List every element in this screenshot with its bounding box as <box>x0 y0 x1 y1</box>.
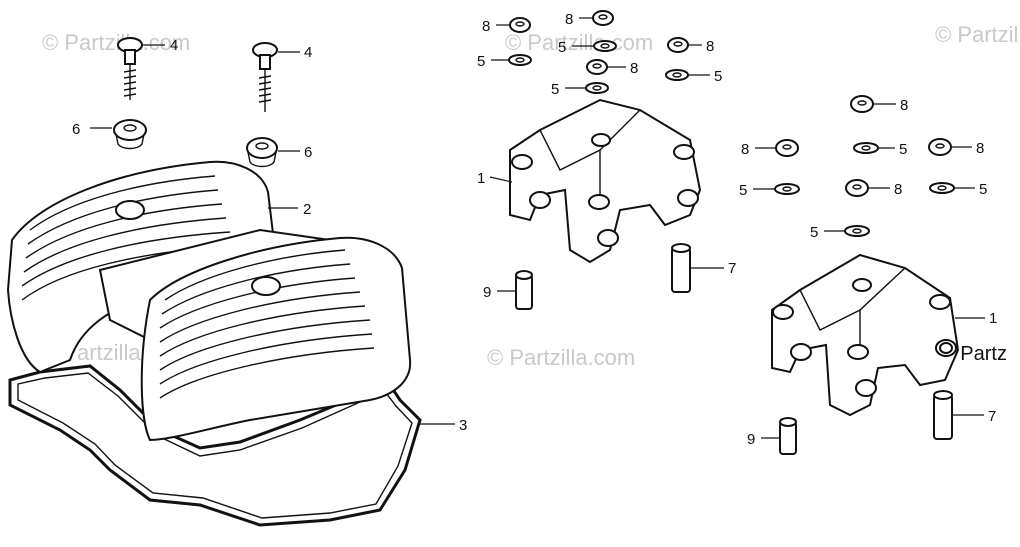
callout-dowel-upper: 7 <box>728 260 736 277</box>
callout-washer-a: 5 <box>477 53 485 70</box>
nut-i <box>939 342 953 354</box>
callout-nut-h: 8 <box>894 181 902 198</box>
cylinder-head-cover <box>6 160 412 442</box>
pin-lower <box>779 417 797 455</box>
bolt-right <box>252 42 278 112</box>
washer-f <box>774 183 800 195</box>
callout-nut-g: 8 <box>976 140 984 157</box>
nut-g <box>928 138 952 156</box>
callout-bolt-left: 4 <box>170 37 178 54</box>
pin-upper <box>515 270 533 310</box>
callout-holder-upper: 1 <box>477 170 485 187</box>
nut-d <box>586 59 608 75</box>
washer-e <box>853 142 879 154</box>
callout-pin-lower: 9 <box>747 431 755 448</box>
nut-c <box>667 37 689 53</box>
rubber-right <box>246 137 278 168</box>
camshaft-holder-lower <box>771 253 960 417</box>
callout-cylinder-head-cover: 2 <box>303 201 311 218</box>
callout-washer-g: 5 <box>979 181 987 198</box>
nut-e <box>850 95 874 113</box>
washer-b <box>593 40 617 52</box>
rubber-left <box>113 119 147 150</box>
bolt-left <box>117 37 143 100</box>
nut-a <box>509 17 531 33</box>
callout-rubber-left: 6 <box>72 121 80 138</box>
callout-nut-e: 8 <box>900 97 908 114</box>
nut-b <box>592 10 614 26</box>
callout-pin-upper: 9 <box>483 284 491 301</box>
dowel-upper <box>671 243 691 293</box>
washer-h <box>844 225 870 237</box>
watermark-center: © Partzilla.com <box>487 345 635 370</box>
callout-washer-c: 5 <box>714 68 722 85</box>
callout-washer-e: 5 <box>899 141 907 158</box>
camshaft-holder-upper <box>509 98 702 264</box>
callout-washer-b: 5 <box>558 39 566 56</box>
watermark-top-middle: © Partzilla.com <box>505 30 653 55</box>
washer-g <box>929 182 955 194</box>
callout-washer-h: 5 <box>810 224 818 241</box>
washer-a <box>508 54 532 66</box>
callout-dowel-lower: 7 <box>988 408 996 425</box>
washer-c <box>665 69 689 81</box>
watermark-top-left: © Partzilla.com <box>42 30 190 55</box>
dowel-lower <box>933 390 953 440</box>
callout-nut-c: 8 <box>706 38 714 55</box>
callout-rubber-right: 6 <box>304 144 312 161</box>
callout-nut-a: 8 <box>482 18 490 35</box>
nut-f <box>775 139 799 157</box>
callout-washer-d: 5 <box>551 81 559 98</box>
nut-h <box>845 179 869 197</box>
callout-washer-f: 5 <box>739 182 747 199</box>
callout-holder-lower: 1 <box>989 310 997 327</box>
callout-bolt-right: 4 <box>304 44 312 61</box>
leader-lines <box>90 17 985 439</box>
callout-nut-d: 8 <box>630 60 638 77</box>
washer-d <box>585 82 609 94</box>
callout-nut-b: 8 <box>565 11 573 28</box>
callout-cover-gasket: 3 <box>459 417 467 434</box>
callout-nut-f: 8 <box>741 141 749 158</box>
watermark-top-right: © Partzilla.com <box>935 22 1020 47</box>
